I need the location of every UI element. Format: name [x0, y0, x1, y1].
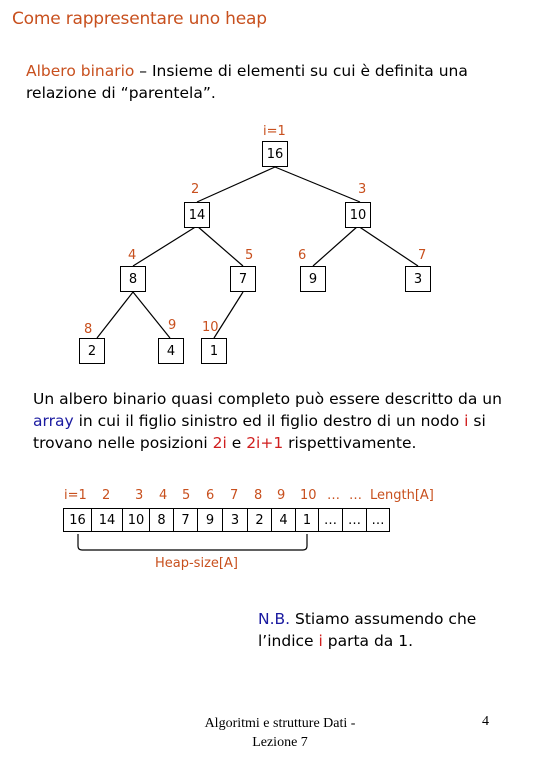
edge-5-10 [213, 291, 244, 339]
edge-2-5 [196, 225, 244, 267]
tree-index-8: 8 [84, 322, 93, 337]
tree-edges [96, 166, 419, 339]
description-paragraph: Un albero binario quasi completo può ess… [33, 388, 503, 454]
array-index-10: 10 [300, 488, 317, 503]
tree-index-7: 7 [418, 248, 427, 263]
tree-node-5: 7 [230, 266, 256, 292]
array-cell: 10 [122, 508, 150, 532]
footer-course: Algoritmi e strutture Dati - Lezione 7 [180, 714, 380, 752]
nb-i-word: i [318, 632, 323, 650]
nb-label: N.B. [258, 610, 291, 628]
intro-term: Albero binario [26, 62, 135, 80]
tree-index-10: 10 [202, 320, 219, 335]
array-cell: … [342, 508, 367, 532]
desc-pos2: 2i+1 [246, 434, 284, 452]
edge-2-4 [132, 225, 198, 267]
array-cell: 7 [173, 508, 198, 532]
array-cell: 1 [295, 508, 319, 532]
edge-4-9 [132, 291, 171, 339]
tree-node-8: 2 [79, 338, 105, 364]
desc-array-word: array [33, 412, 74, 430]
edge-1-2 [196, 166, 276, 203]
array-cell: 14 [91, 508, 123, 532]
desc-i-word: i [464, 412, 469, 430]
array-cell: … [318, 508, 343, 532]
heap-size-label: Heap-size[A] [155, 556, 238, 571]
array-index-2: 2 [102, 488, 111, 503]
tree-node-7: 3 [405, 266, 431, 292]
array-index-7: 7 [230, 488, 239, 503]
desc-text-3: si trovano nelle posizioni [33, 412, 486, 452]
desc-text-1: Un albero binario quasi completo può ess… [33, 390, 502, 408]
array-length-label: Length[A] [370, 488, 434, 503]
array-index-12: … [349, 488, 362, 503]
desc-text-5: rispettivamente. [283, 434, 417, 452]
tree-index-6: 6 [298, 248, 307, 263]
array-index-5: 5 [182, 488, 191, 503]
tree-node-6: 9 [300, 266, 326, 292]
tree-node-9: 4 [158, 338, 184, 364]
nb-text-1: Stiamo assumendo che l’indice [258, 610, 477, 650]
nb-text-2: parta da 1. [322, 632, 414, 650]
intro-paragraph: Albero binario – Insieme di elementi su … [26, 60, 526, 104]
array-index-4: 4 [159, 488, 168, 503]
array-cell: 16 [63, 508, 92, 532]
array-index-6: 6 [206, 488, 215, 503]
edge-3-6 [312, 225, 359, 267]
nb-note: N.B. Stiamo assumendo che l’indice i par… [258, 608, 518, 652]
array-cell: … [366, 508, 390, 532]
edge-1-3 [274, 166, 361, 203]
array-index-8: 8 [254, 488, 263, 503]
array-index-1: i=1 [64, 488, 87, 503]
footer-line-2: Lezione 7 [252, 735, 308, 750]
tree-node-4: 8 [120, 266, 146, 292]
tree-node-3: 10 [345, 202, 371, 228]
desc-text-2: in cui il figlio sinistro ed il figlio d… [73, 412, 465, 430]
footer-line-1: Algoritmi e strutture Dati - [204, 716, 356, 731]
tree-index-2: 2 [191, 182, 200, 197]
array-cell: 8 [149, 508, 174, 532]
page-number: 4 [482, 714, 489, 729]
array-cell: 3 [222, 508, 248, 532]
tree-node-10: 1 [201, 338, 227, 364]
tree-node-1: 16 [262, 141, 288, 167]
tree-index-9: 9 [168, 318, 177, 333]
tree-index-4: 4 [128, 248, 137, 263]
tree-index-5: 5 [245, 248, 254, 263]
array-cell: 9 [197, 508, 223, 532]
tree-node-2: 14 [184, 202, 210, 228]
heap-size-bracket [77, 534, 308, 551]
array-cell: 4 [271, 508, 296, 532]
array-cell: 2 [247, 508, 272, 532]
tree-index-3: 3 [358, 182, 367, 197]
tree-index-1: i=1 [263, 124, 286, 139]
desc-pos1: 2i [212, 434, 227, 452]
intro-text: – Insieme di elementi su cui è definita … [26, 62, 468, 102]
array-index-11: … [327, 488, 340, 503]
array-index-9: 9 [277, 488, 286, 503]
edge-3-7 [357, 225, 419, 267]
page-title: Come rappresentare uno heap [12, 9, 267, 29]
edge-4-8 [96, 291, 134, 339]
desc-text-4: e [226, 434, 247, 452]
array-index-3: 3 [135, 488, 144, 503]
